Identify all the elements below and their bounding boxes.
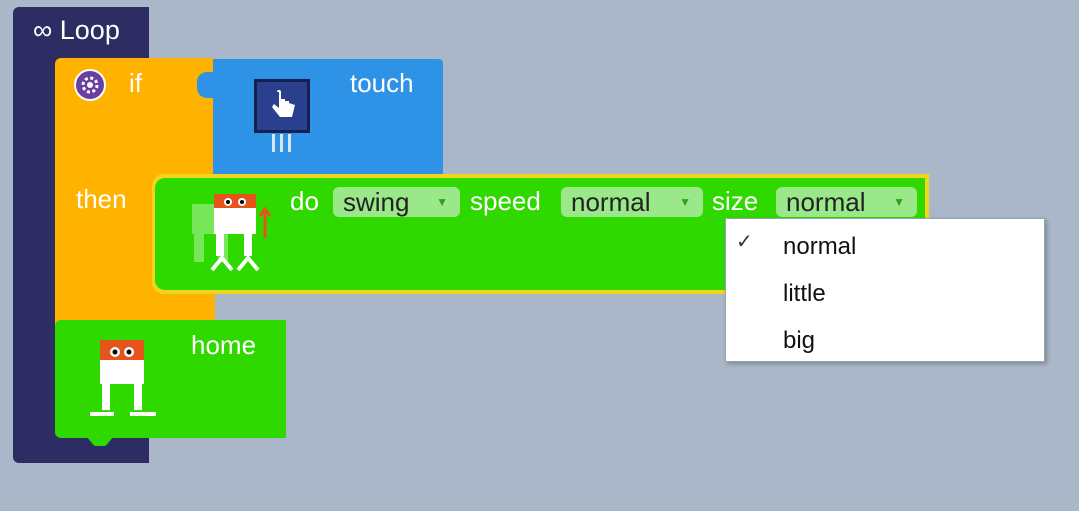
touch-label: touch bbox=[350, 68, 414, 98]
touch-connector bbox=[197, 72, 217, 98]
chevron-down-icon: ▼ bbox=[436, 195, 448, 209]
touch-sensor-icon bbox=[254, 79, 310, 133]
home-block-tab bbox=[86, 436, 114, 446]
speed-label: speed bbox=[470, 186, 541, 216]
size-dropdown[interactable]: normal ▼ bbox=[776, 187, 917, 217]
menu-item-little[interactable]: little bbox=[783, 280, 826, 307]
robot-icon bbox=[90, 340, 156, 416]
then-label: then bbox=[76, 184, 127, 214]
if-label: if bbox=[129, 68, 142, 98]
home-label: home bbox=[191, 330, 257, 360]
menu-item-normal[interactable]: ✓ normal bbox=[736, 231, 857, 260]
size-dropdown-menu: ✓ normal little big bbox=[725, 218, 1045, 362]
move-dropdown[interactable]: swing ▼ bbox=[333, 187, 460, 217]
robot-icon bbox=[192, 194, 272, 272]
size-label: size bbox=[712, 186, 759, 216]
speed-dropdown[interactable]: normal ▼ bbox=[561, 187, 703, 217]
check-icon: ✓ bbox=[736, 231, 753, 253]
chevron-down-icon: ▼ bbox=[893, 195, 905, 209]
home-block[interactable] bbox=[55, 320, 286, 438]
do-label: do bbox=[290, 186, 319, 216]
loop-label: ∞ Loop bbox=[33, 15, 120, 45]
touch-block[interactable] bbox=[213, 59, 443, 177]
sensor-pins-icon bbox=[272, 134, 291, 152]
gear-icon[interactable] bbox=[74, 69, 106, 101]
chevron-down-icon: ▼ bbox=[679, 195, 691, 209]
menu-item-big[interactable]: big bbox=[783, 327, 816, 354]
infinity-icon: ∞ bbox=[33, 15, 53, 45]
